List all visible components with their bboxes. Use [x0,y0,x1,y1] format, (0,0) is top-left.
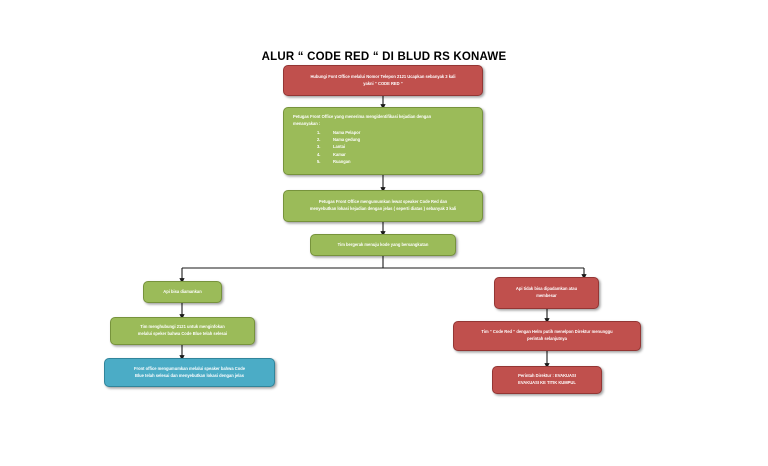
node-front-office-all-clear[interactable]: Front office mengumumkan melalui speaker… [104,358,275,387]
page-title: ALUR “ CODE RED “ DI BLUD RS KONAWE [261,51,507,63]
node-text: Perintah Direktur : EVAKUASI EVAKUASI KE… [518,373,576,385]
node-text: Tim “ Code Red “ dengan Helm putih menel… [481,329,613,341]
node-fire-secured[interactable]: Api bisa diamankan [143,281,222,303]
node-white-helmet-calls-director[interactable]: Tim “ Code Red “ dengan Helm putih menel… [453,321,641,351]
list-item: Ruangan [317,158,351,166]
node-lead-text: Petugas Front Office yang menerima mengi… [293,114,432,126]
node-fire-not-extinguished[interactable]: Api tidak bisa dipadamkan atau membesar [494,277,599,309]
list-item: Lantai [317,143,346,151]
list-item: Nama gedung [317,136,361,144]
node-director-order-evacuation[interactable]: Perintah Direktur : EVAKUASI EVAKUASI KE… [492,366,602,394]
node-text: Api bisa diamankan [163,288,202,294]
node-text: Tim bergerak menuju kode yang bersangkut… [337,241,429,247]
node-identify-incident[interactable]: Petugas Front Office yang menerima mengi… [283,107,483,175]
node-item-list: Nama Pelapor Nama gedung Lantai Kamar Ru… [293,129,482,166]
node-team-calls-2121[interactable]: Tim menghubungi 2121 untuk menginfokan m… [110,317,255,345]
node-announce-code-red[interactable]: Petugas Front Office mengumumkan lewat s… [283,190,483,222]
node-text: Hubungi Font Office melalui Nomor Telepo… [310,73,456,86]
node-text: Api tidak bisa dipadamkan atau membesar [515,286,578,298]
node-text: Tim menghubungi 2121 untuk menginfokan m… [137,324,228,336]
node-text: Petugas Front Office mengumumkan lewat s… [309,199,457,211]
list-item: Kamar [317,151,346,159]
list-item: Nama Pelapor [317,129,361,137]
node-text: Front office mengumumkan melalui speaker… [133,365,245,378]
node-team-moves[interactable]: Tim bergerak menuju kode yang bersangkut… [310,234,456,256]
node-call-front-office[interactable]: Hubungi Font Office melalui Nomor Telepo… [283,65,483,96]
